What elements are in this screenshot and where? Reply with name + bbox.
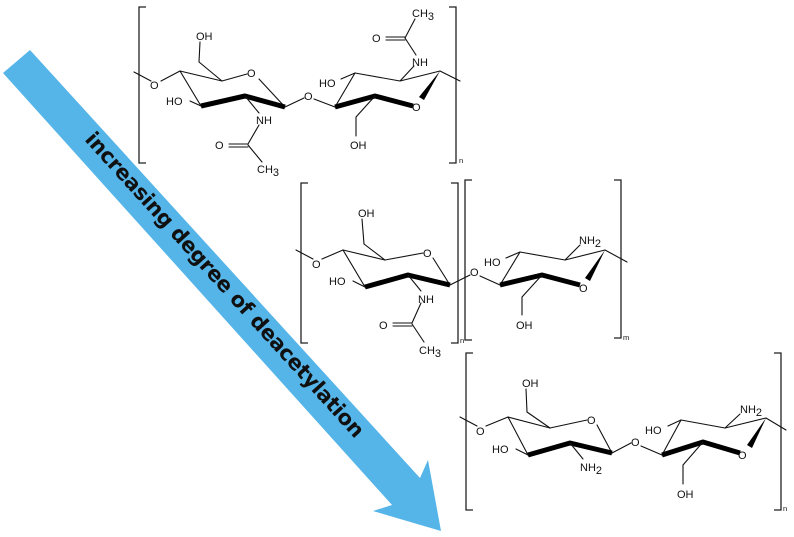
left-bracket [465, 352, 473, 511]
atom-link-o: O [476, 426, 485, 438]
atom-c3-ho: HO [319, 78, 336, 90]
atom-c6-oh: OH [358, 208, 375, 220]
middle-open-bracket [464, 179, 472, 341]
atom-carbonyl-o: O [379, 320, 388, 332]
atom-amine: NH2 [579, 235, 601, 250]
atom-nh: NH [256, 115, 272, 127]
atom-methyl: CH3 [412, 8, 434, 23]
atom-link-o: O [312, 259, 321, 271]
atom-glycosidic-o: O [631, 437, 640, 449]
atom-glycosidic-o: O [470, 267, 479, 279]
atom-carbonyl-o: O [215, 140, 224, 152]
atom-ring-o: O [587, 415, 596, 427]
atom-c6-oh: OH [350, 140, 367, 152]
structure-partially-deacetylated: n m OH O O HO NH O CH3 O [295, 179, 629, 360]
atom-methyl: CH3 [257, 164, 279, 179]
atom-c3-ho: HO [166, 96, 183, 108]
atom-glycosidic-o: O [304, 91, 313, 103]
repeat-subscript: n [459, 156, 463, 165]
left-bracket [300, 182, 308, 344]
atom-nh: NH [412, 57, 428, 69]
deacetylation-arrow: increasing degree of deacetylation [3, 50, 441, 531]
left-bracket [138, 6, 146, 164]
atom-nh: NH [418, 294, 434, 306]
atom-c6-oh: OH [522, 378, 539, 390]
atom-c3-ho: HO [645, 425, 662, 437]
atom-methyl: CH3 [419, 345, 441, 360]
atom-ring-o: O [412, 102, 421, 114]
atom-ring-o: O [579, 283, 588, 295]
repeat-subscript-n: n [460, 336, 464, 345]
structure-chitin: n OH O O HO NH O CH3 O [133, 6, 463, 179]
atom-c6-oh: OH [516, 320, 533, 332]
structure-chitosan: n OH O O HO NH2 O HO O OH NH2 [459, 352, 787, 513]
atom-c6-oh: OH [677, 489, 694, 501]
atom-ring-o: O [247, 68, 256, 80]
atom-amine: NH2 [740, 404, 762, 419]
right-bracket [614, 179, 622, 339]
middle-close-bracket [451, 182, 459, 344]
atom-link-o: O [150, 80, 159, 92]
right-bracket [449, 6, 457, 164]
atom-c3-ho: HO [329, 276, 346, 288]
right-bracket [774, 352, 782, 511]
atom-c3-ho: HO [484, 257, 501, 269]
atom-ring-o: O [423, 248, 432, 260]
arrow-shape [3, 50, 441, 531]
atom-c6-oh: OH [196, 31, 213, 43]
arrow-label: increasing degree of deacetylation [80, 127, 369, 442]
repeat-subscript-m: m [623, 333, 629, 342]
repeat-subscript: n [783, 504, 787, 513]
atom-c3-ho: HO [492, 444, 509, 456]
atom-ring-o: O [738, 450, 747, 462]
atom-carbonyl-o: O [372, 33, 381, 45]
atom-amine: NH2 [580, 462, 602, 477]
